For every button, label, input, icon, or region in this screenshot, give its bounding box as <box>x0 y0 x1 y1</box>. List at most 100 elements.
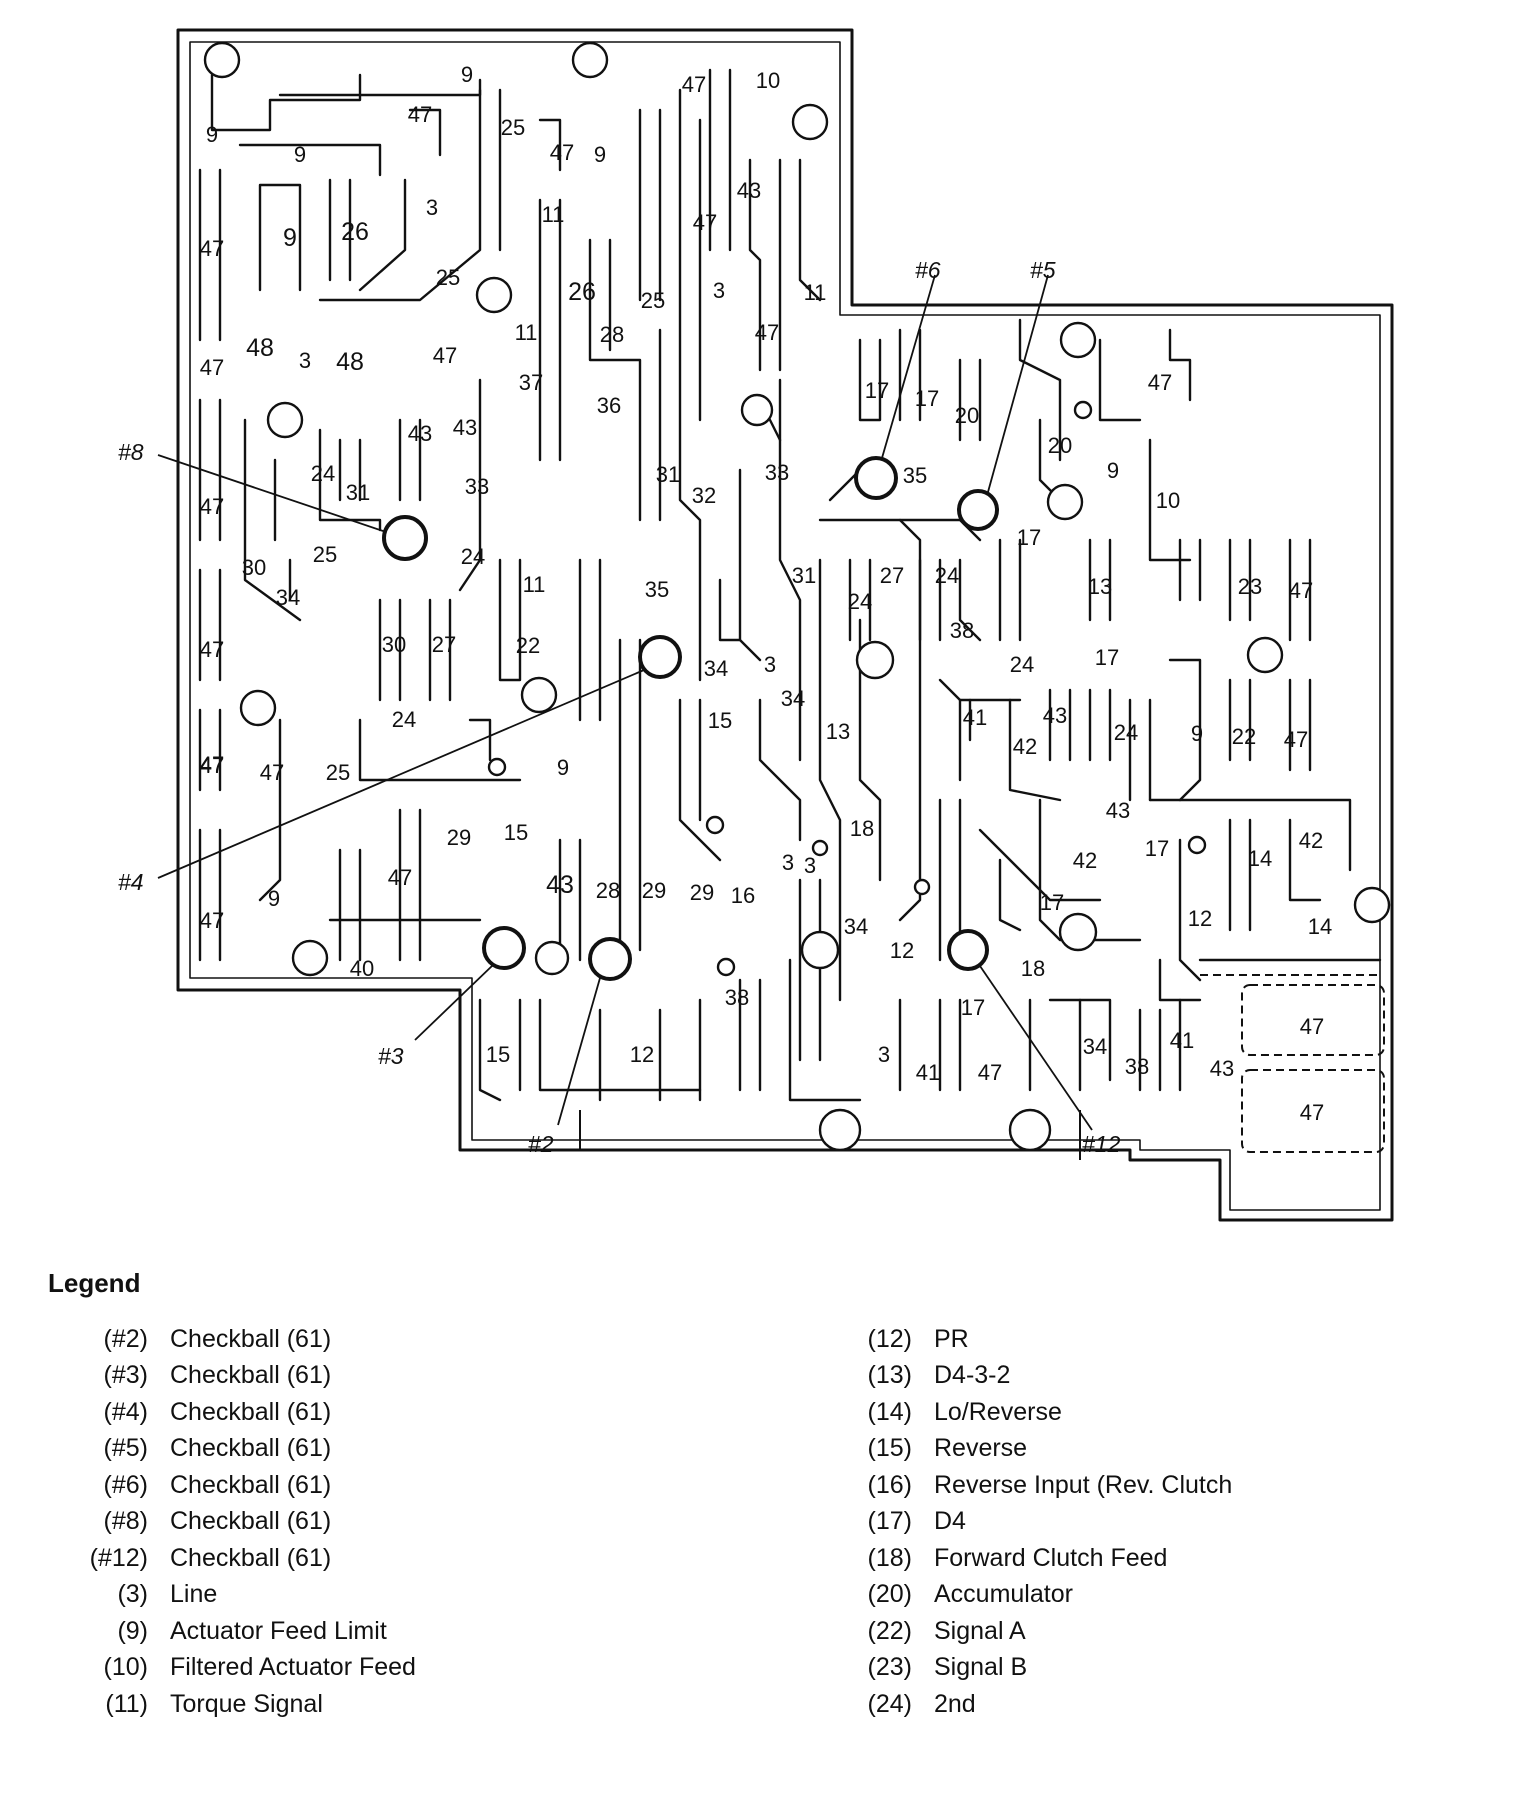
legend-item: (9)Actuator Feed Limit <box>48 1613 848 1650</box>
legend-description: Checkball (61) <box>170 1470 332 1499</box>
passage-label: 25 <box>326 760 350 785</box>
legend-item: (3)Line <box>48 1577 848 1614</box>
legend-code: (24) <box>867 1689 912 1718</box>
legend-description: Signal B <box>934 1653 1028 1682</box>
passage-label: 25 <box>436 265 460 290</box>
legend-item: (13)D4-3-2 <box>848 1358 1488 1395</box>
passage-label: 24 <box>935 563 959 588</box>
passage-label: 41 <box>916 1060 940 1085</box>
passage-label: 26 <box>341 218 369 246</box>
legend-code: (#4) <box>103 1397 148 1426</box>
passage-label: 18 <box>850 816 874 841</box>
legend-description: Checkball (61) <box>170 1397 332 1426</box>
passage-label: 47 <box>200 236 224 261</box>
passage-label: 47 <box>1148 370 1172 395</box>
passage-label: 9 <box>461 62 473 87</box>
legend-item: (18)Forward Clutch Feed <box>848 1540 1488 1577</box>
passage-label: 31 <box>792 563 816 588</box>
legend-code: (#6) <box>103 1470 148 1499</box>
passage-label: 47 <box>200 494 224 519</box>
passage-label: 35 <box>903 463 927 488</box>
passage-label: 26 <box>568 278 596 306</box>
passage-label: 9 <box>268 886 280 911</box>
legend-item: (17) D4 <box>848 1504 1488 1541</box>
passage-label: 17 <box>1017 525 1041 550</box>
legend-item: (11)Torque Signal <box>48 1686 848 1723</box>
checkball-8 <box>382 515 428 561</box>
legend-description: 2nd <box>934 1689 976 1718</box>
passage-label: 10 <box>756 68 780 93</box>
checkball-label-6: #6 <box>915 257 941 283</box>
passage-label: 47 <box>1300 1014 1324 1039</box>
passage-label: 13 <box>1088 574 1112 599</box>
legend: Legend (#2) Checkball (61) (#3)Checkball … <box>48 1268 1488 1723</box>
checkball-label-3: #3 <box>378 1043 404 1069</box>
legend-description: PR <box>934 1324 969 1353</box>
passage-label: 12 <box>630 1042 654 1067</box>
legend-title: Legend <box>48 1268 141 1298</box>
legend-description: D4 <box>934 1507 966 1536</box>
legend-code: (11) <box>105 1689 148 1718</box>
passage-label: 29 <box>690 880 714 905</box>
passage-label: 43 <box>737 178 761 203</box>
mount-hole-bottom-left <box>818 1108 1052 1152</box>
checkball-label-4: #4 <box>118 869 144 895</box>
passage-label: 41 <box>1170 1028 1194 1053</box>
checkball-12 <box>947 929 989 971</box>
passage-label: 27 <box>432 632 456 657</box>
legend-description: Reverse <box>934 1434 1028 1463</box>
passage-label: 30 <box>242 555 266 580</box>
passage-label: 3 <box>426 195 438 220</box>
passage-label: 31 <box>346 480 370 505</box>
passage-label: 22 <box>516 633 540 658</box>
legend-item: (24) 2nd <box>848 1686 1488 1723</box>
passage-label: 48 <box>336 348 364 376</box>
passage-label: 17 <box>1040 890 1064 915</box>
passage-label: 34 <box>276 585 300 610</box>
passage-label: 43 <box>1043 703 1067 728</box>
passage-label: 25 <box>313 542 337 567</box>
passage-label: 9 <box>594 142 606 167</box>
passage-label: 40 <box>350 956 374 981</box>
passage-label: 33 <box>765 460 789 485</box>
passage-label: 47 <box>978 1060 1002 1085</box>
valve-body-diagram: #2 #3 #4 #5 #6 #8 #12 9 9 47 9 25 47 9 4… <box>118 28 1394 1222</box>
checkball-4 <box>638 635 682 679</box>
passage-label: 37 <box>519 370 543 395</box>
passage-label: 14 <box>1308 914 1332 939</box>
passage-label: 24 <box>1114 720 1138 745</box>
legend-description: D4-3-2 <box>934 1361 1011 1390</box>
legend-code: (#2) <box>103 1324 148 1353</box>
passage-label: 15 <box>504 820 528 845</box>
passage-label: 18 <box>1021 956 1045 981</box>
passage-label: 23 <box>1238 574 1262 599</box>
passage-label: 34 <box>1083 1034 1107 1059</box>
checkball-label-12: #12 <box>1082 1131 1121 1157</box>
legend-item: (22)Signal A <box>848 1613 1488 1650</box>
passage-label: 47 <box>682 72 706 97</box>
passage-label: 3 <box>804 853 816 878</box>
passage-label: 12 <box>1188 906 1212 931</box>
passage-label: 20 <box>955 403 979 428</box>
passage-label: 30 <box>382 632 406 657</box>
legend-item: (14)Lo/Reverse <box>848 1394 1488 1431</box>
passage-label: 28 <box>596 878 620 903</box>
passage-label: 13 <box>826 719 850 744</box>
passage-label: 16 <box>731 883 755 908</box>
passage-label: 36 <box>597 393 621 418</box>
passage-label: 47 <box>200 355 224 380</box>
passage-label: 34 <box>704 656 728 681</box>
legend-code: (12) <box>867 1324 912 1353</box>
legend-item: (#3)Checkball (61) <box>48 1358 848 1395</box>
passage-label: 29 <box>447 825 471 850</box>
legend-item: (#12)Checkball (61) <box>48 1540 848 1577</box>
passage-label: 17 <box>1095 645 1119 670</box>
passage-label: 17 <box>1145 836 1169 861</box>
passage-label: 15 <box>486 1042 510 1067</box>
bolt-holes <box>203 41 1391 977</box>
passage-label: 38 <box>725 985 749 1010</box>
passage-label: 12 <box>890 938 914 963</box>
legend-code: (17) <box>867 1507 912 1536</box>
checkball-label-5: #5 <box>1030 257 1056 283</box>
passage-label: 28 <box>600 322 624 347</box>
